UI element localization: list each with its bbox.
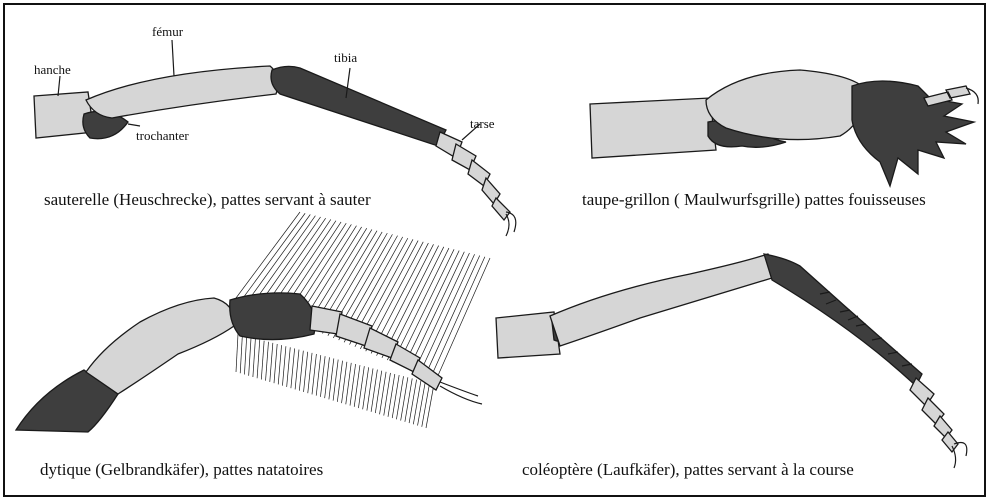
label-femur: fémur xyxy=(152,24,183,40)
swimming-hair xyxy=(252,216,315,305)
claw xyxy=(440,382,482,404)
tibia-segment xyxy=(764,254,922,386)
swimming-hair xyxy=(422,383,430,427)
label-hanche: hanche xyxy=(34,62,71,78)
caption-mole-cricket: taupe-grillon ( Maulwurfsgrille) pattes … xyxy=(582,190,926,210)
swimming-hair xyxy=(253,338,256,377)
swimming-hair xyxy=(354,365,360,407)
swimming-hair xyxy=(257,340,260,379)
femur-segment xyxy=(550,254,773,346)
tarsus-segment-5 xyxy=(412,360,442,390)
caption-diving-beetle: dytique (Gelbrandkäfer), pattes natatoir… xyxy=(40,460,323,480)
label-tibia: tibia xyxy=(334,50,357,66)
panel-mole-cricket-leg xyxy=(590,70,978,186)
swimming-hair xyxy=(431,257,485,378)
tibia-segment xyxy=(230,293,316,340)
swimming-hair xyxy=(299,351,303,391)
swimming-hair xyxy=(236,212,300,298)
swimming-hair xyxy=(393,248,449,362)
swimming-hair xyxy=(404,251,460,367)
swimming-hair xyxy=(295,350,299,390)
swimming-hair xyxy=(320,356,325,397)
panel-ground-beetle-leg xyxy=(496,254,967,468)
panel-diving-beetle-leg xyxy=(16,212,490,432)
caption-grasshopper: sauterelle (Heuschrecke), pattes servant… xyxy=(44,190,371,210)
swimming-hair xyxy=(418,382,426,426)
swimming-hair xyxy=(333,360,338,401)
swimming-hair xyxy=(304,352,308,392)
swimming-hair xyxy=(414,253,469,371)
swimming-hair xyxy=(270,343,273,382)
swimming-hair xyxy=(236,334,238,372)
swimming-hair xyxy=(312,354,316,394)
swimming-hair xyxy=(308,353,312,393)
caption-ground-beetle: coléoptère (Laufkäfer), pattes servant à… xyxy=(522,460,854,480)
swimming-hair xyxy=(316,355,321,396)
swimming-hair xyxy=(409,380,416,423)
swimming-hair xyxy=(396,376,403,419)
swimming-hair xyxy=(240,335,242,373)
coxa-segment xyxy=(590,98,716,158)
label-trochanter: trochanter xyxy=(136,128,189,144)
swimming-hair xyxy=(409,252,464,369)
swimming-hair xyxy=(401,377,408,420)
swimming-hair xyxy=(247,214,310,302)
tibia-segment xyxy=(271,66,446,146)
swimming-hair xyxy=(244,336,246,374)
swimming-hair xyxy=(329,358,334,399)
swimming-hair xyxy=(249,337,251,375)
swimming-hair xyxy=(405,378,412,421)
femur-segment xyxy=(706,70,863,140)
swimming-hair xyxy=(282,346,285,385)
swimming-hair xyxy=(287,347,291,387)
swimming-hair xyxy=(398,249,454,364)
claw xyxy=(506,212,516,236)
swimming-hair xyxy=(325,357,330,398)
swimming-hair xyxy=(337,361,342,402)
swimming-hair xyxy=(426,384,434,428)
swimming-hair xyxy=(241,213,305,300)
femur-segment xyxy=(86,298,234,394)
swimming-hair xyxy=(346,363,351,404)
swimming-hair xyxy=(436,258,490,380)
label-tarse: tarse xyxy=(470,116,495,132)
swimming-hair xyxy=(291,348,295,388)
swimming-hair xyxy=(266,342,269,381)
swimming-hair xyxy=(342,362,347,403)
swimming-hair xyxy=(413,381,421,425)
swimming-hair xyxy=(261,341,264,380)
swimming-hair xyxy=(425,256,480,376)
swimming-hair xyxy=(278,345,281,384)
swimming-hair xyxy=(350,364,356,406)
swimming-hair xyxy=(274,344,277,383)
femur-segment xyxy=(86,66,278,118)
